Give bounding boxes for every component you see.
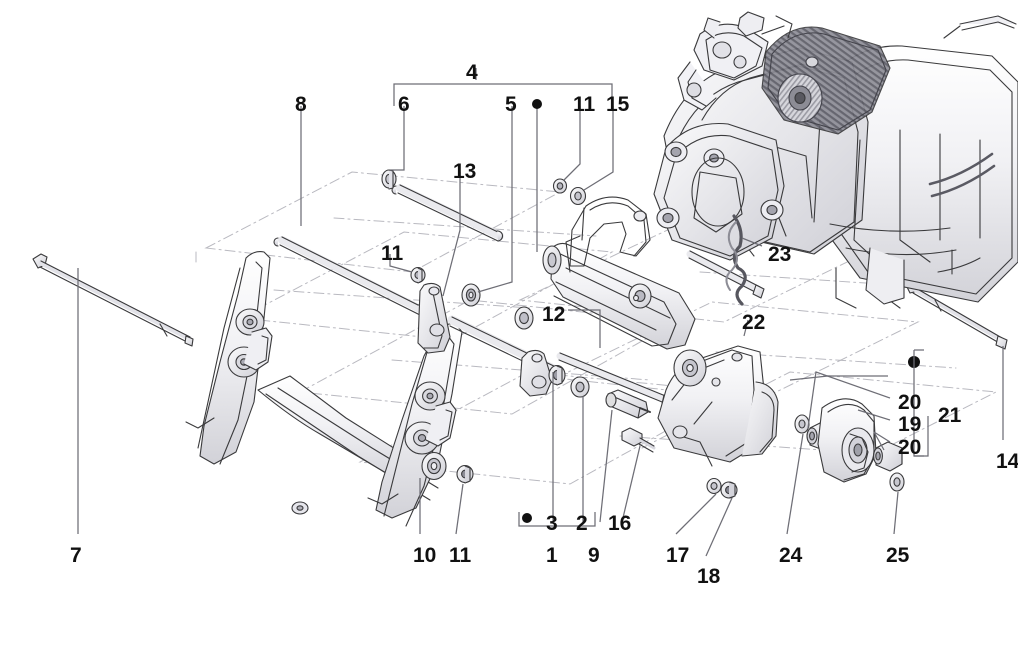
part-7-long-bolt — [32, 253, 194, 347]
leader-lines — [77, 68, 1004, 557]
part-20-sleeve-b — [873, 441, 903, 472]
kick-spring — [725, 214, 747, 306]
callout-11-upper[interactable]: 11 — [573, 93, 596, 116]
cylinder-barrel — [777, 73, 823, 123]
part-11-nut-upper — [410, 266, 426, 284]
swingarm-left-wing — [185, 251, 273, 465]
callout-2[interactable]: 2 — [576, 512, 588, 535]
intake-and-throttle — [677, 11, 793, 111]
part-23-engine-assembly — [653, 11, 1018, 309]
callout-16[interactable]: 16 — [608, 512, 632, 535]
link-plate-left — [417, 282, 451, 354]
link-plate-right — [519, 349, 553, 397]
crankcase — [653, 122, 785, 261]
part-13-pivot-shaft — [391, 184, 504, 242]
callout-9[interactable]: 9 — [588, 544, 600, 567]
part-11-nut-lower — [456, 464, 474, 484]
callout-11-mid[interactable]: 11 — [381, 242, 404, 265]
dark-rail-right — [928, 152, 996, 198]
callout-20-upper[interactable]: 20 — [898, 391, 922, 414]
part-3-bushing — [548, 364, 566, 386]
part-10-seal-ring — [421, 451, 447, 481]
callout-5[interactable]: 5 — [505, 93, 517, 116]
callout-23[interactable]: 23 — [768, 243, 792, 266]
part-22-engine-bracket — [657, 345, 779, 467]
callout-1[interactable]: 1 — [546, 544, 558, 567]
callout-20-lower[interactable]: 20 — [898, 436, 922, 459]
callout-14[interactable]: 14 — [996, 450, 1018, 473]
callout-10[interactable]: 10 — [413, 544, 437, 567]
callout-22[interactable]: 22 — [742, 311, 766, 334]
part-19-rubber-mount — [817, 398, 877, 483]
part-25-circlip — [889, 472, 905, 492]
part-11-nut-mid — [552, 178, 568, 194]
callout-17[interactable]: 17 — [666, 544, 690, 567]
callout-3[interactable]: 3 — [546, 512, 558, 535]
part-15-washer — [569, 186, 587, 206]
callout-15[interactable]: 15 — [606, 93, 630, 116]
part-17-washer — [706, 477, 722, 495]
callout-21[interactable]: 21 — [938, 404, 962, 427]
part-24-washer — [794, 414, 810, 434]
part-2-washer — [570, 376, 590, 398]
part-16-bolt — [621, 427, 656, 453]
callout-18[interactable]: 18 — [697, 565, 721, 588]
upper-linkage-fork — [542, 196, 765, 350]
swingarm-right-wing — [291, 323, 463, 527]
part-5-bearing — [461, 283, 481, 307]
callout-11-lower[interactable]: 11 — [449, 544, 472, 567]
part-6-bushing — [381, 169, 397, 190]
part-18-flange-nut — [720, 481, 738, 499]
callout-13[interactable]: 13 — [453, 160, 477, 183]
callout-4[interactable]: 4 — [466, 61, 478, 84]
callout-12[interactable]: 12 — [542, 303, 566, 326]
callout-7[interactable]: 7 — [70, 544, 82, 567]
callout-19[interactable]: 19 — [898, 413, 922, 436]
callout-24[interactable]: 24 — [779, 544, 803, 567]
part-9-shoulder-bolt — [605, 389, 651, 419]
callout-8[interactable]: 8 — [295, 93, 307, 116]
callout-6[interactable]: 6 — [398, 93, 410, 116]
callout-25[interactable]: 25 — [886, 544, 910, 567]
